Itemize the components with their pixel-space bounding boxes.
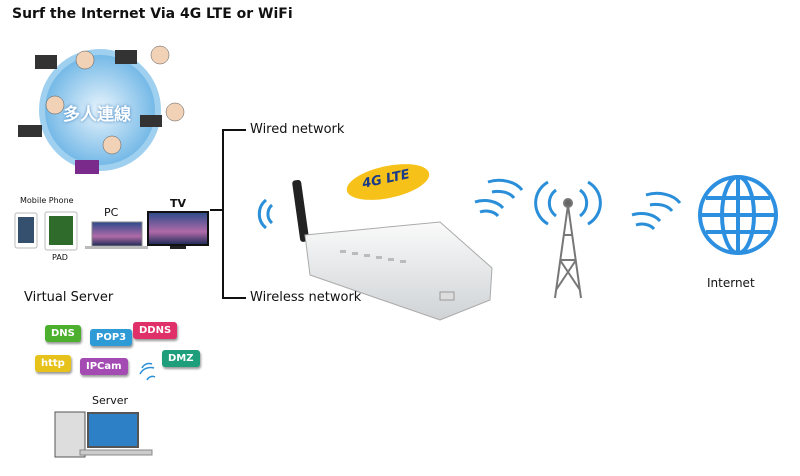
- server-computer-icon: [54, 411, 153, 458]
- router-device: [292, 164, 493, 321]
- wireless-network-label: Wireless network: [250, 290, 362, 305]
- laptop-icon: [18, 50, 162, 174]
- tv-icon: [147, 211, 209, 246]
- cell-tower-icon: [534, 180, 602, 299]
- service-badge-ipcam: IPCam: [80, 358, 128, 375]
- user-icon: [45, 45, 185, 155]
- service-badge-http: http: [35, 355, 71, 372]
- device-icons: [14, 211, 209, 251]
- service-badge-pop3: POP3: [90, 329, 133, 346]
- multi-user-illustration: [18, 45, 185, 174]
- tv-label: TV: [170, 197, 187, 210]
- service-badge-ddns: DDNS: [133, 322, 178, 339]
- diagram-title: Surf the Internet Via 4G LTE or WiFi: [12, 6, 293, 22]
- internet-globe-icon: [698, 175, 778, 255]
- pc-icon: [91, 221, 143, 247]
- virtual-server-title: Virtual Server: [24, 290, 114, 305]
- wired-network-label: Wired network: [250, 122, 345, 137]
- multi-user-label: 多人連線: [63, 105, 131, 125]
- service-badge-dns: DNS: [45, 325, 81, 342]
- internet-label: Internet: [707, 276, 755, 290]
- wifi-signal-icon: [257, 178, 682, 231]
- connection-bracket: [210, 129, 246, 299]
- mobile-phone-label: Mobile Phone: [20, 196, 74, 205]
- 4g-lte-logo: [346, 164, 430, 200]
- pad-label: PAD: [52, 253, 68, 262]
- server-label: Server: [92, 394, 129, 407]
- pc-label: PC: [104, 206, 119, 219]
- antenna-icon: [292, 179, 310, 242]
- service-badge-dmz: DMZ: [162, 350, 200, 367]
- wifi-signal-icon: [139, 362, 156, 381]
